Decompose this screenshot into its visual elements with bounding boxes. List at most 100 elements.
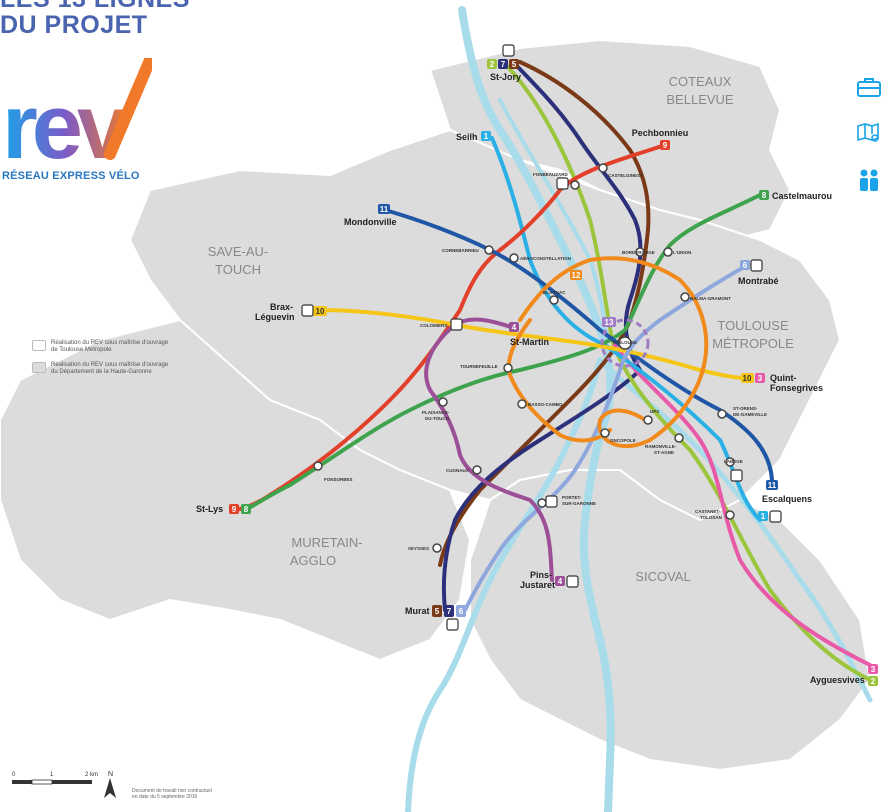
map-search-icon[interactable] — [856, 122, 882, 144]
badge-toulouse-13 — [602, 317, 616, 327]
station-plaisance — [438, 397, 448, 407]
territory-metropole-label: MÉTROPOLE — [712, 336, 794, 351]
badge-mondonville-11 — [378, 204, 390, 214]
badge-text-st-lys-8: 8 — [244, 505, 249, 514]
line-11-path — [383, 208, 774, 482]
badge-ayguesvives-2 — [868, 676, 878, 686]
train-icon — [502, 44, 515, 57]
stations — [313, 163, 735, 553]
train-icon — [545, 495, 558, 508]
label-montrabe: Montrabé — [738, 276, 779, 286]
line-12-path — [508, 256, 709, 449]
label-castanet1: CASTANET- — [695, 509, 721, 514]
badge-text-ayguesvives-2: 2 — [871, 677, 876, 686]
territory-toulouse: TOULOUSE — [717, 318, 789, 333]
badge-pins-4 — [555, 576, 565, 586]
label-ayguesvives: Ayguesvives — [810, 675, 865, 685]
station-tournefeuille — [503, 363, 513, 373]
legend-item-departement: Réalisation du REV sous maîtrise d'ouvra… — [32, 362, 241, 376]
badge-text-brax-10: 10 — [316, 307, 325, 316]
title-line-2: DU PROJET — [0, 11, 148, 39]
rev-logo-text: rev — [2, 76, 128, 168]
scale-segment — [52, 780, 92, 784]
territory-muretain-label: MURETAIN- — [291, 535, 362, 550]
station-aeroconstellation — [509, 253, 519, 263]
badge-text-st-martin-4: 4 — [512, 323, 517, 332]
territory-sicoval-label: SICOVAL — [635, 569, 690, 584]
label-aeroconstellation: AÉROCONSTELLATION — [520, 254, 571, 261]
badge-text-st-lys-9: 9 — [232, 505, 237, 514]
badge-seilh-1 — [481, 131, 491, 141]
label-leguevin: Léguevin — [255, 312, 295, 322]
people-icon[interactable] — [856, 168, 882, 192]
label-portet1: PORTET- — [562, 495, 582, 500]
station-ramonville — [674, 433, 684, 443]
label-st-jory: St-Jory — [490, 72, 521, 82]
badge-text-pins-4: 4 — [558, 577, 563, 586]
scale-bar-graphic: 0 1 2 km N — [12, 771, 116, 798]
badge-st-jory-7 — [498, 59, 508, 69]
station-oncopole — [600, 428, 610, 438]
station-labege — [725, 457, 735, 467]
legend-swatch-grey — [32, 362, 46, 373]
badge-text-quint-10: 10 — [743, 374, 752, 383]
train-icon — [566, 575, 579, 588]
disclaimer-line: Document de travail non contractuel — [132, 788, 213, 794]
badge-text-montrabe-6: 6 — [743, 261, 748, 270]
label-castanet2: TOLOSAN — [700, 515, 722, 520]
disclaimer: Document de travail non contractuel en d… — [132, 788, 212, 800]
label-justaret: Justaret — [520, 580, 555, 590]
badge-escalquens-11 — [766, 480, 778, 490]
title-line-1: LES 13 LIGNES — [0, 0, 190, 12]
label-toulouse-stop: TOULOUSE — [612, 340, 637, 345]
legend-text-line: Réalisation du REV sous maîtrise d'ouvra… — [51, 340, 169, 346]
badge-text-12: 12 — [572, 271, 581, 280]
scale-segment — [12, 780, 32, 784]
train-icon — [750, 259, 763, 272]
badge-ayguesvives-3 — [868, 664, 878, 674]
badge-text-st-jory-7: 7 — [501, 60, 506, 69]
bike-lines — [230, 60, 872, 682]
badge-text-murat-7: 7 — [447, 607, 452, 616]
badge-quint-10 — [741, 373, 754, 383]
label-labege: LABÈGE — [724, 457, 743, 464]
badge-st-jory-2 — [487, 59, 497, 69]
badge-text-murat-5: 5 — [435, 607, 440, 616]
station-castelginest — [598, 163, 608, 173]
station-borderouge — [635, 247, 645, 257]
label-cugnaux: CUGNAUX — [446, 468, 469, 473]
badge-quint-3 — [755, 373, 765, 383]
label-tournefeuille: TOURNEFEUILLE — [460, 364, 498, 369]
rev-logo-stroke — [104, 54, 156, 160]
rev-logo-graphic: rev — [2, 54, 156, 178]
river-garonne — [458, 6, 615, 812]
legend-text-metropole: Réalisation du REV sous maîtrise d'ouvra… — [51, 340, 241, 354]
label-fonbeauzard: FONBEAUZARD — [533, 172, 568, 177]
label-portet2: SUR-GARONNE — [562, 501, 596, 506]
station-cornebarrieu — [484, 245, 494, 255]
label-st-orens2: DE-GAMEVILLE — [733, 412, 767, 417]
line-3-path — [613, 343, 872, 667]
label-castelginest: CASTELGINEST — [608, 173, 643, 178]
briefcase-icon[interactable] — [856, 76, 882, 98]
badge-st-lys-8 — [241, 504, 251, 514]
map-title: LES 13 LIGNES DU PROJET — [0, 0, 190, 38]
label-fonsegrives: Fonsegrives — [770, 383, 823, 393]
scale-segment — [31, 779, 53, 785]
station-ups — [643, 415, 653, 425]
badge-text-pechbonnieu-9: 9 — [663, 141, 668, 150]
badge-text-mondonville-11: 11 — [380, 205, 389, 214]
station-toulouse-center — [618, 336, 632, 350]
badge-text-toulouse-13: 13 — [605, 318, 614, 327]
station-blagnac — [549, 295, 559, 305]
label-plaisance2: DU-TOUCH — [425, 416, 449, 421]
badge-text-st-jory-5: 5 — [512, 60, 517, 69]
badge-pechbonnieu-9 — [660, 140, 670, 150]
label-blagnac: BLAGNAC — [543, 290, 566, 295]
legend-text-line: de Toulouse Métropole — [51, 347, 112, 353]
label-mondonville: Mondonville — [344, 217, 397, 227]
badge-text-murat-6: 6 — [459, 607, 464, 616]
train-icon — [769, 510, 782, 523]
badge-12 — [570, 270, 582, 280]
territory-sicoval — [469, 469, 872, 772]
